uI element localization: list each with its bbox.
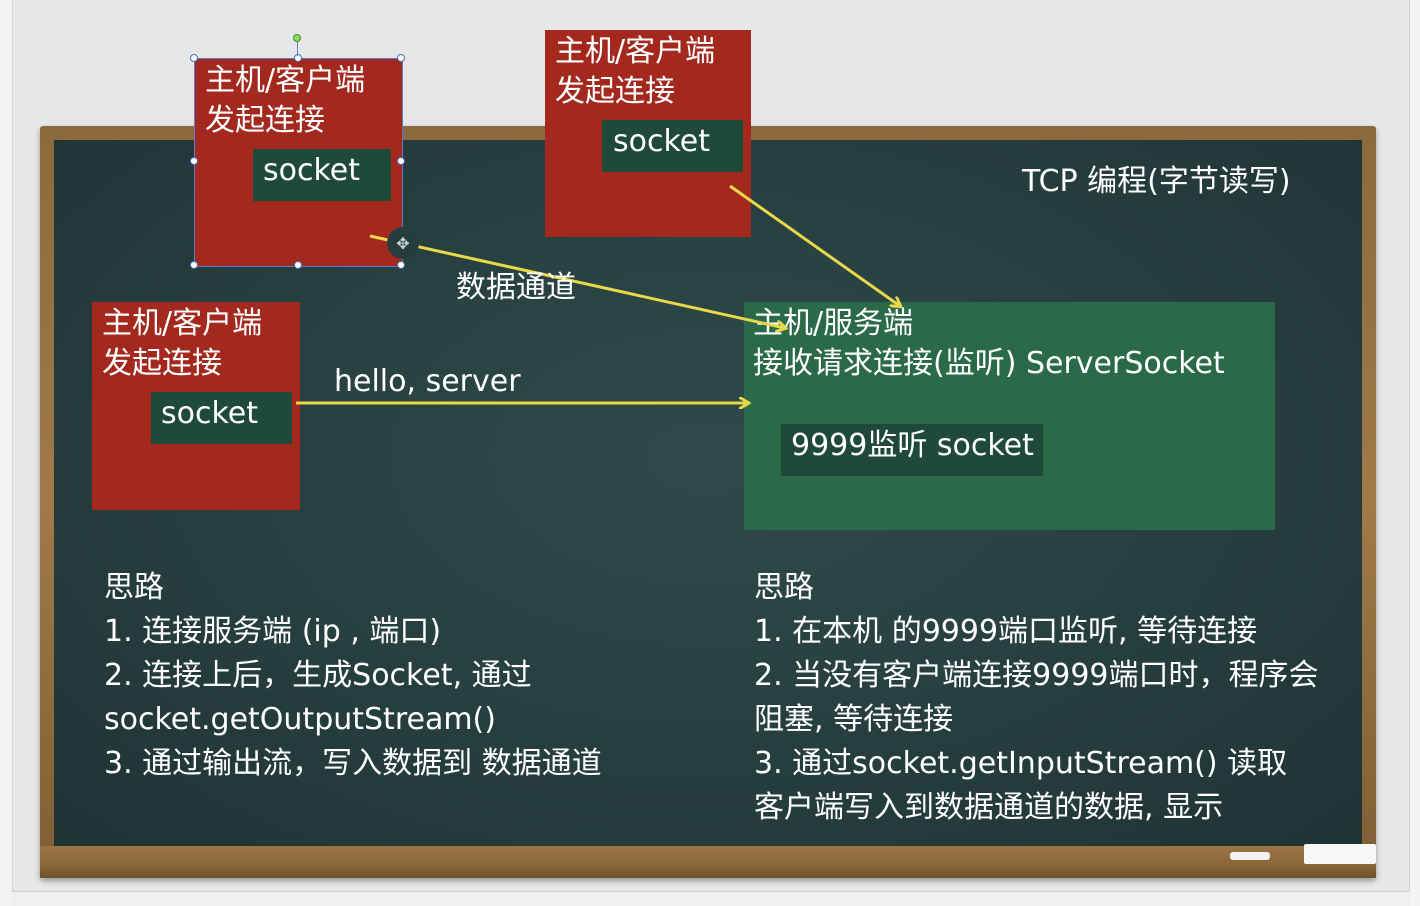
client-box-a[interactable]: 主机/客户端 发起连接 socket: [195, 59, 402, 266]
client-box-b-subtitle: 发起连接: [555, 74, 675, 109]
resize-handle-ne[interactable]: [397, 54, 405, 62]
horizontal-scrollbar[interactable]: [12, 891, 1410, 906]
client-notes-heading: 思路: [104, 570, 164, 605]
server-notes-line: 2. 当没有客户端连接9999端口时，程序会: [754, 658, 1319, 693]
move-cursor-icon[interactable]: [387, 227, 419, 259]
client-box-a-subtitle: 发起连接: [205, 103, 325, 138]
client-box-c-socket-label: socket: [161, 396, 259, 431]
client-notes-line: 2. 连接上后，生成Socket, 通过: [104, 658, 532, 693]
client-notes-line: 1. 连接服务端 (ip , 端口): [104, 614, 442, 649]
server-listen-socket-label: 9999监听 socket: [791, 428, 1034, 463]
resize-handle-se[interactable]: [397, 261, 405, 269]
client-box-c-subtitle: 发起连接: [102, 346, 222, 381]
server-notes-line: 阻塞, 等待连接: [754, 702, 954, 737]
board-title: TCP 编程(字节读写): [1022, 164, 1291, 199]
arrow-client-a-to-server: [369, 234, 785, 328]
client-box-b-socket-label: socket: [613, 124, 711, 159]
client-box-c[interactable]: 主机/客户端 发起连接 socket: [92, 302, 300, 510]
resize-handle-w[interactable]: [190, 157, 198, 165]
arrow-client-b-to-server: [729, 184, 900, 306]
client-box-c-title: 主机/客户端: [102, 306, 263, 341]
server-notes-heading: 思路: [754, 570, 814, 605]
client-box-b-socket: socket: [602, 120, 743, 172]
left-panel-edge: [0, 0, 13, 906]
rotate-handle-line: [297, 40, 298, 56]
server-box-subtitle: 接收请求连接(监听) ServerSocket: [753, 346, 1225, 381]
resize-handle-sw[interactable]: [190, 261, 198, 269]
client-box-c-socket: socket: [151, 392, 292, 444]
resize-handle-n[interactable]: [294, 54, 302, 62]
client-notes-line: 3. 通过输出流，写入数据到 数据通道: [104, 746, 602, 781]
chalk-piece: [1230, 852, 1270, 860]
resize-handle-nw[interactable]: [190, 54, 198, 62]
right-scrollbar[interactable]: [1409, 0, 1420, 906]
server-notes-line: 1. 在本机 的9999端口监听, 等待连接: [754, 614, 1258, 649]
server-box[interactable]: 主机/服务端 接收请求连接(监听) ServerSocket 9999监听 so…: [744, 302, 1275, 530]
move-cursor-glyph: ✥: [396, 234, 409, 253]
client-notes-line: socket.getOutputStream(): [104, 702, 496, 737]
client-box-a-socket-label: socket: [263, 153, 361, 188]
client-box-b[interactable]: 主机/客户端 发起连接 socket: [545, 30, 751, 237]
server-notes-line: 3. 通过socket.getInputStream() 读取: [754, 746, 1288, 781]
client-box-b-title: 主机/客户端: [555, 34, 716, 69]
resize-handle-e[interactable]: [397, 157, 405, 165]
server-notes-line: 客户端写入到数据通道的数据, 显示: [754, 790, 1224, 825]
client-box-a-socket: socket: [253, 149, 391, 201]
blackboard-ledge: [40, 846, 1376, 878]
client-box-a-title: 主机/客户端: [205, 63, 366, 98]
eraser: [1304, 844, 1376, 864]
hello-server-label: hello, server: [334, 364, 521, 399]
server-listen-socket: 9999监听 socket: [781, 424, 1043, 476]
data-channel-label: 数据通道: [456, 270, 576, 305]
resize-handle-s[interactable]: [294, 261, 302, 269]
rotate-handle[interactable]: [293, 34, 301, 42]
